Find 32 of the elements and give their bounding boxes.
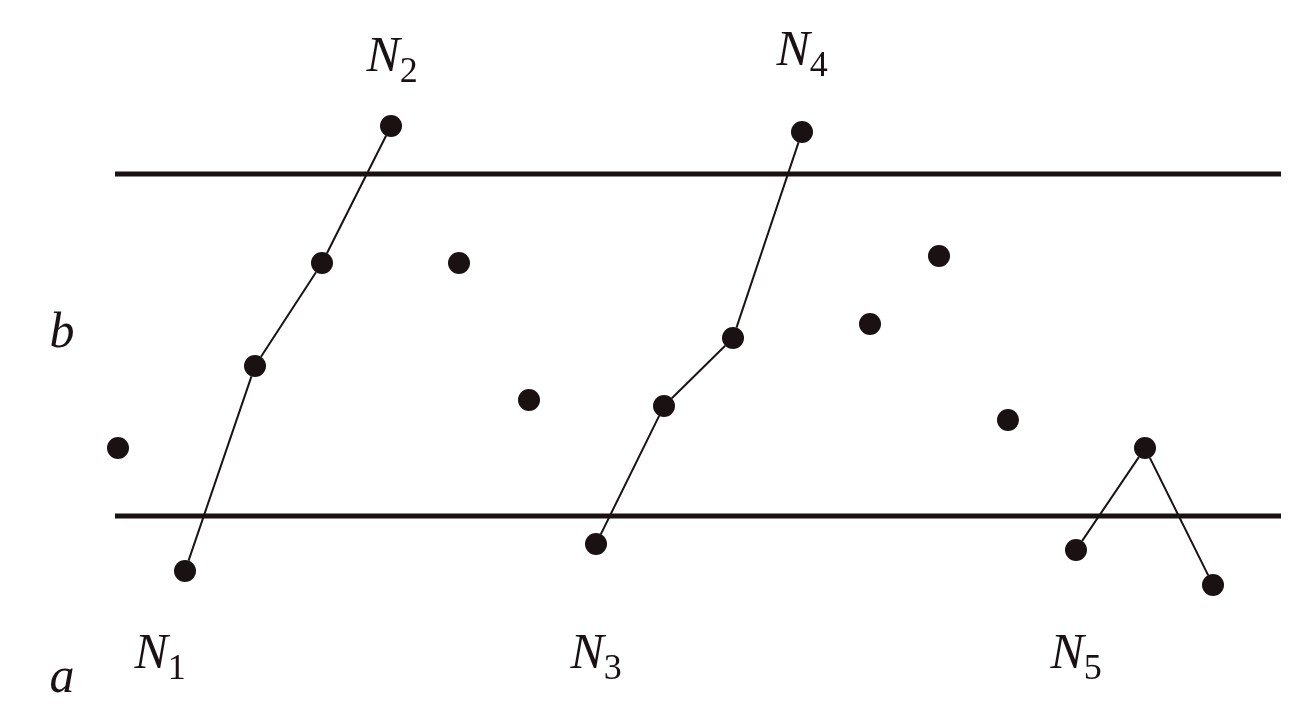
- point-label: N$_{2}$: [366, 28, 418, 88]
- point-marker: [1134, 437, 1156, 459]
- point-marker: [380, 115, 402, 137]
- point-label: N$_{5}$: [1050, 625, 1102, 685]
- point-marker: [997, 409, 1019, 431]
- point-marker: [791, 121, 813, 143]
- point-marker: [928, 245, 950, 267]
- point-marker: [585, 533, 607, 555]
- point-label: N$_{4}$: [776, 22, 828, 82]
- point-marker: [174, 560, 196, 582]
- point-marker: [859, 313, 881, 335]
- connector-line: [260, 271, 317, 358]
- point-marker: [107, 437, 129, 459]
- point-marker: [448, 252, 470, 274]
- connector-line: [670, 344, 727, 400]
- connector-line: [735, 141, 800, 329]
- connector-line: [1081, 456, 1140, 542]
- connector-line: [187, 375, 253, 562]
- connector-line: [1148, 456, 1210, 577]
- connector-line: [599, 414, 661, 536]
- connector-line: [325, 134, 388, 255]
- point-marker: [653, 395, 675, 417]
- region-label: b: [49, 305, 75, 355]
- point-label: N$_{1}$: [134, 625, 186, 685]
- region-label: a: [49, 650, 75, 700]
- point-marker: [244, 355, 266, 377]
- point-marker: [311, 252, 333, 274]
- point-label: N$_{3}$: [570, 625, 622, 685]
- point-marker: [518, 389, 540, 411]
- point-marker: [1065, 539, 1087, 561]
- point-marker: [1202, 574, 1224, 596]
- point-marker: [722, 327, 744, 349]
